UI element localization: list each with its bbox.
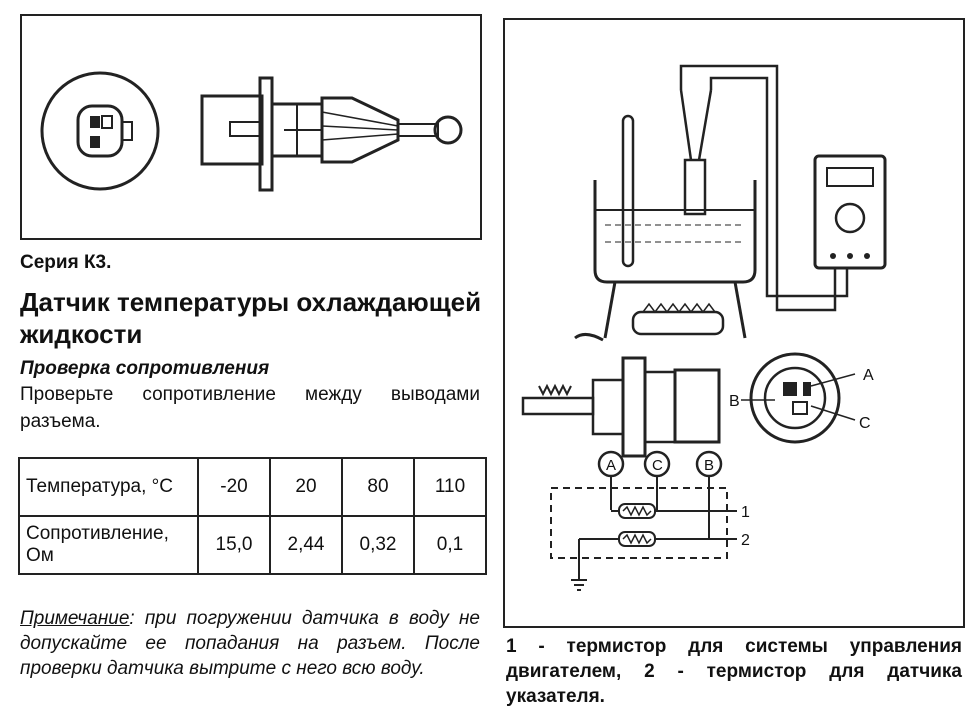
note-text: : при погружении датчика в воду не допус… — [20, 608, 480, 679]
sensor-illustration-frame — [20, 14, 482, 240]
page-title: Датчик температуры охлаждающей жидкости — [20, 287, 482, 349]
table-cell: 0,1 — [413, 515, 487, 575]
table-cell: 0,32 — [341, 515, 415, 575]
table-row-header-temperature: Температура, °С — [18, 457, 199, 517]
schematic-c-label: C — [652, 457, 663, 474]
schematic-a-label: A — [606, 457, 616, 474]
thermometer-shape — [621, 114, 635, 268]
table-cell: 2,44 — [269, 515, 343, 575]
table-cell: 15,0 — [197, 515, 271, 575]
beaker-shape — [593, 180, 757, 284]
line-2-label: 2 — [741, 532, 750, 549]
series-label: Серия К3. — [20, 252, 112, 273]
test-diagram-frame: A B C A C B 1 2 — [503, 18, 965, 628]
instruction-text: Проверьте сопротивление между выводами р… — [20, 384, 480, 432]
table-row: Температура, °С -20 20 80 110 — [18, 457, 487, 517]
terminal-b-label: B — [729, 393, 740, 410]
table-row-header-resistance: Сопротивление, Ом — [18, 515, 199, 575]
section-subtitle: Проверка сопротивления — [20, 358, 270, 379]
burner-shape — [631, 310, 725, 336]
table-cell: 20 — [269, 457, 343, 517]
sensor-illustration — [40, 71, 463, 192]
test-setup-diagram: A B C A C B 1 2 — [521, 64, 887, 591]
table-cell: 110 — [413, 457, 487, 517]
table-row: Сопротивление, Ом 15,0 2,44 0,32 0,1 — [18, 515, 487, 575]
table-cell: -20 — [197, 457, 271, 517]
note-label: Примечание — [20, 608, 130, 629]
schematic-b-label: B — [704, 457, 714, 474]
terminal-c-label: C — [859, 415, 871, 432]
note-block: Примечание: при погружении датчика в вод… — [20, 606, 480, 681]
resistance-table: Температура, °С -20 20 80 110 Сопротивле… — [18, 457, 487, 575]
terminal-a-label: A — [863, 367, 874, 384]
diagram-caption: 1 - термистор для системы управления дви… — [506, 636, 962, 707]
multimeter-shape — [813, 154, 887, 270]
table-cell: 80 — [341, 457, 415, 517]
line-1-label: 1 — [741, 504, 750, 521]
